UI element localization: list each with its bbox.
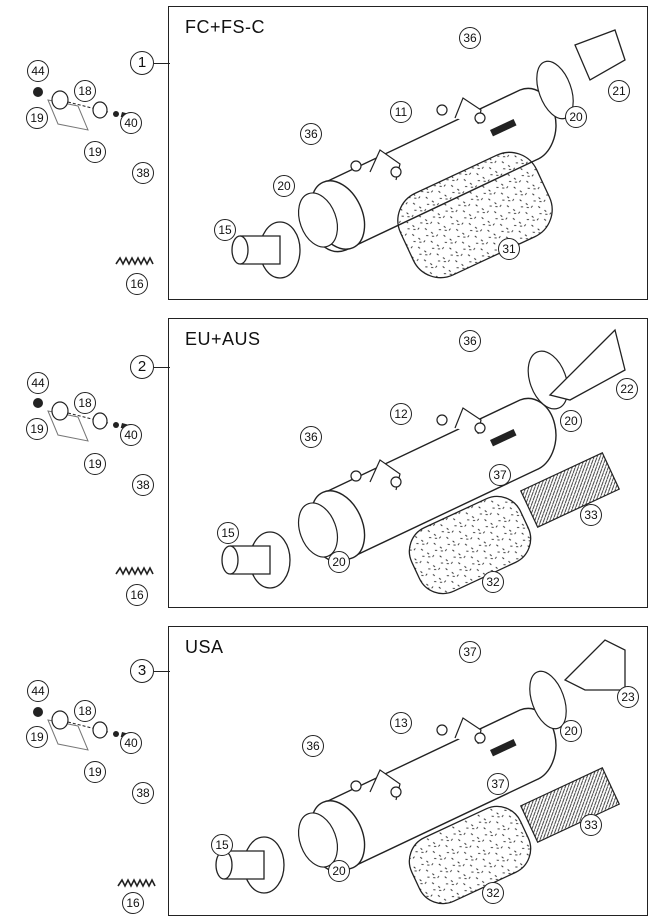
panel-2-frame: EU+AUS — [168, 318, 648, 608]
panel-1-side-spring-callout: 16 — [126, 273, 148, 295]
panel-1-packing-callout: 31 — [498, 238, 520, 260]
panel-2-side-bolt-callout: 38 — [132, 474, 154, 496]
panel-2-screw-c-callout: 37 — [489, 464, 511, 486]
panel-2-side-bracket-callout: 18 — [74, 392, 96, 414]
panel-3-packing-callout: 32 — [482, 882, 504, 904]
panel-2-side-washer-c-callout: 40 — [120, 424, 142, 446]
panel-3-leader — [154, 671, 170, 673]
panel-1-variant-label: 1 — [130, 51, 154, 75]
panel-3-frame: USA — [168, 626, 648, 916]
panel-1-side-washer-a-callout: 19 — [26, 107, 48, 129]
panel-1-leader — [154, 63, 170, 65]
panel-2-title: EU+AUS — [185, 329, 261, 349]
panel-2-inlet-callout: 15 — [217, 522, 239, 544]
panel-3-screw-a-callout: 37 — [459, 641, 481, 663]
panel-2-screw-b-callout: 36 — [300, 426, 322, 448]
panel-1-side-bracket-callout: 18 — [74, 80, 96, 102]
panel-3-drawing — [32, 639, 626, 905]
panel-2-variant-label: 2 — [130, 355, 154, 379]
panel-2-gasket-a-callout: 20 — [560, 410, 582, 432]
panel-3-side-washer-b-callout: 19 — [84, 761, 106, 783]
panel-1-side-bolt-callout: 38 — [132, 162, 154, 184]
panel-3-side-washer-c-callout: 40 — [120, 732, 142, 754]
panel-1-gasket-b-callout: 20 — [273, 175, 295, 197]
panel-2-side-nut-callout: 44 — [27, 372, 49, 394]
panel-1-drawing — [32, 29, 626, 279]
panel-3-end-cap-callout: 23 — [617, 686, 639, 708]
panel-3-gasket-b-callout: 20 — [328, 860, 350, 882]
panel-2-screw-a-callout: 36 — [459, 330, 481, 352]
panel-2-leader — [154, 367, 170, 369]
panel-1-side-washer-b-callout: 19 — [84, 141, 106, 163]
panel-3-silencer-callout: 13 — [390, 712, 412, 734]
panel-1-side-nut-callout: 44 — [27, 60, 49, 82]
panel-2-insert-callout: 33 — [580, 504, 602, 526]
panel-1-silencer-callout: 11 — [390, 101, 412, 123]
panel-1-screw-a-callout: 36 — [459, 27, 481, 49]
panel-2-gasket-b-callout: 20 — [328, 551, 350, 573]
panel-2-silencer-callout: 12 — [390, 403, 412, 425]
panel-3-insert-callout: 33 — [580, 814, 602, 836]
panel-2-side-washer-b-callout: 19 — [84, 453, 106, 475]
panel-3-title: USA — [185, 637, 224, 657]
panel-3-gasket-a-callout: 20 — [560, 720, 582, 742]
panel-1-title: FC+FS-C — [185, 17, 265, 37]
panel-3-side-nut-callout: 44 — [27, 680, 49, 702]
panel-3-side-washer-a-callout: 19 — [26, 726, 48, 748]
panel-3-screw-b-callout: 36 — [302, 735, 324, 757]
panel-3-side-spring-callout: 16 — [122, 892, 144, 914]
panel-2-side-washer-a-callout: 19 — [26, 418, 48, 440]
panel-1-side-washer-c-callout: 40 — [120, 112, 142, 134]
panel-1-end-cap-callout: 21 — [608, 80, 630, 102]
panel-2-drawing — [32, 328, 626, 595]
panel-1-inlet-callout: 15 — [214, 219, 236, 241]
panel-1-frame: FC+FS-C — [168, 6, 648, 300]
panel-3-inlet-callout: 15 — [211, 834, 233, 856]
panel-3-side-bolt-callout: 38 — [132, 782, 154, 804]
panel-1-gasket-a-callout: 20 — [565, 106, 587, 128]
panel-2-side-spring-callout: 16 — [126, 584, 148, 606]
panel-3-screw-c-callout: 37 — [487, 773, 509, 795]
panel-3-side-bracket-callout: 18 — [74, 700, 96, 722]
panel-3-variant-label: 3 — [130, 659, 154, 683]
panel-2-end-cap-callout: 22 — [616, 378, 638, 400]
panel-1-screw-b-callout: 36 — [300, 123, 322, 145]
panel-2-packing-callout: 32 — [482, 571, 504, 593]
